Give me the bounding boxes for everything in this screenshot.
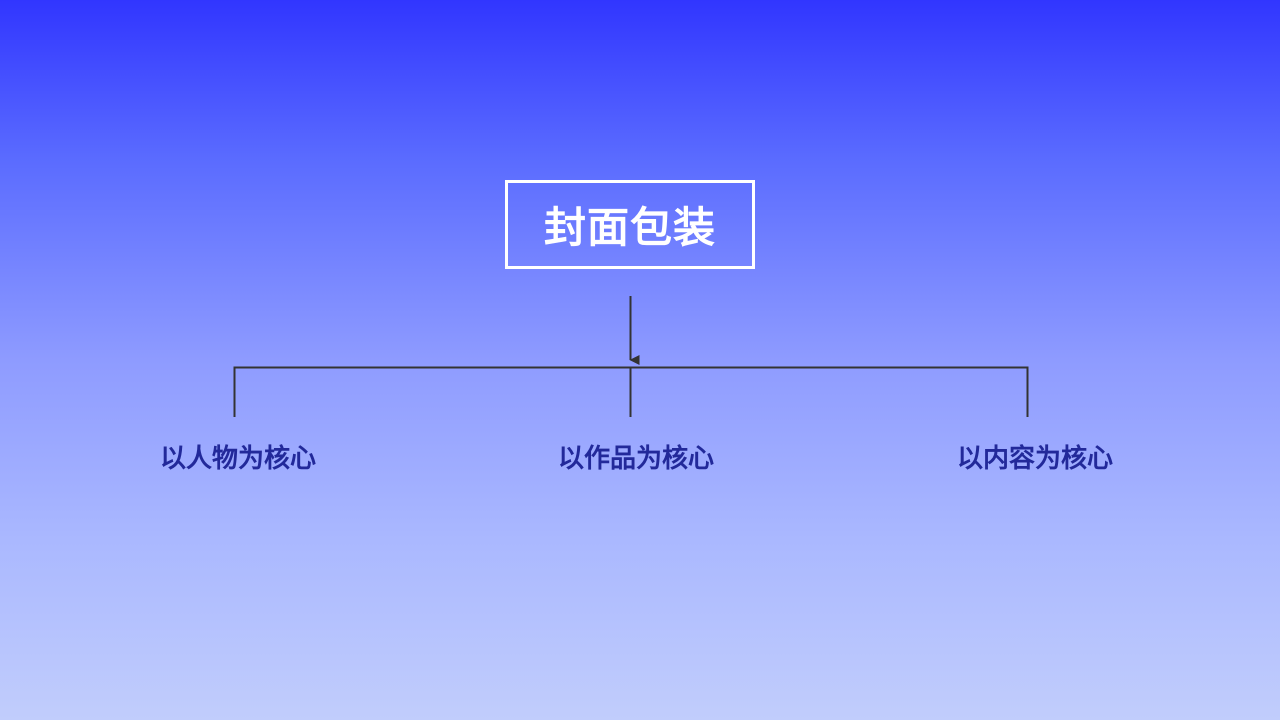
root-node-title: 封面包装: [543, 203, 716, 252]
branch-label-works: 以作品为核心: [557, 444, 714, 474]
branch-label-people: 以人物为核心: [159, 444, 316, 474]
branch-label-content: 以内容为核心: [956, 444, 1113, 474]
root-node-box: 封面包装: [505, 180, 755, 269]
